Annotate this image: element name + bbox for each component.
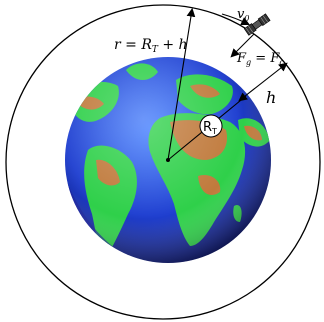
force-arrow [230, 33, 255, 58]
v-subscript: 0 [244, 14, 249, 23]
r-symbol: r [114, 37, 122, 53]
r-subscript: T [152, 45, 159, 55]
r-plus-h: + h [158, 37, 188, 53]
svg-text:RT: RT [203, 120, 217, 136]
velocity-label: v0 [237, 7, 249, 23]
v-symbol: v [237, 7, 245, 22]
orbit-radius-label: r = RT + h [114, 37, 188, 55]
altitude-label: h [266, 88, 276, 107]
fg-subscript: g [246, 58, 251, 67]
f-equals: = F [251, 51, 280, 66]
earth-radius-badge: RT [199, 114, 223, 138]
fg-symbol: F [236, 51, 247, 66]
rt-subscript: T [211, 127, 217, 136]
force-label: Fg = Fc [236, 51, 284, 67]
rt-symbol: R [203, 120, 212, 135]
satellite-icon [243, 13, 271, 36]
altitude-arrow [238, 62, 288, 102]
orbit-radius-line [167, 7, 196, 161]
earth-globe [65, 57, 271, 263]
fc-subscript: c [279, 58, 284, 67]
orbit-circle [5, 4, 321, 320]
r-equals: = R [121, 37, 153, 53]
velocity-arrow [221, 13, 250, 25]
